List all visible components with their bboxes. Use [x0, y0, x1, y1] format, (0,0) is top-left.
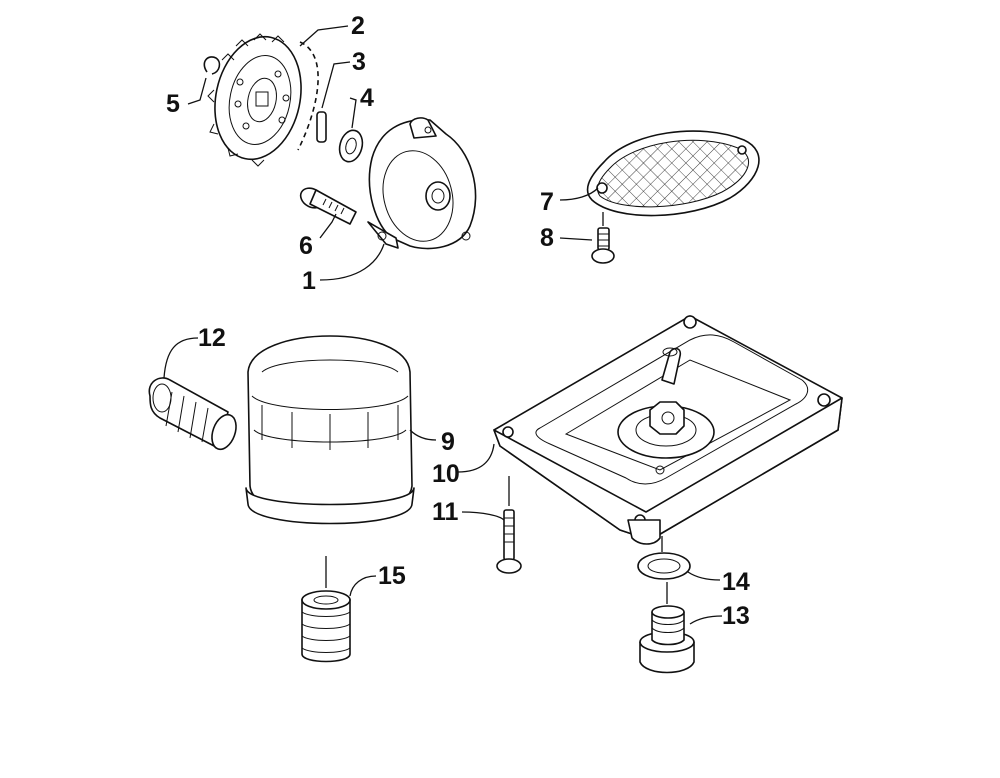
- oil-pan: [493, 315, 843, 545]
- callout-15: 15: [378, 562, 406, 590]
- callout-4: 4: [360, 84, 374, 112]
- sprocket-gear: [207, 33, 319, 167]
- screw: [591, 227, 615, 264]
- callout-1: 1: [302, 267, 316, 295]
- long-bolt: [496, 509, 522, 574]
- leader-lines: [163, 25, 723, 625]
- circlip: [203, 56, 221, 75]
- oil-filter: [245, 335, 415, 525]
- bolt: [299, 187, 357, 225]
- drain-plug: [639, 605, 695, 674]
- threaded-nipple: [301, 590, 351, 663]
- callout-13: 13: [722, 602, 750, 630]
- washer: [338, 129, 364, 163]
- callout-14: 14: [722, 568, 750, 596]
- callout-9: 9: [441, 428, 455, 456]
- callout-5: 5: [166, 90, 180, 118]
- callout-10: 10: [432, 460, 460, 488]
- callout-11: 11: [432, 498, 459, 526]
- dowel-pin: [316, 111, 327, 143]
- callout-6: 6: [299, 232, 313, 260]
- screen-plate: [586, 130, 760, 217]
- callout-7: 7: [540, 188, 554, 216]
- callout-8: 8: [540, 224, 554, 252]
- drain-gasket: [637, 552, 691, 580]
- oil-pump-housing: [367, 117, 477, 250]
- callout-12: 12: [198, 324, 226, 352]
- pressure-switch: [148, 377, 237, 451]
- callout-3: 3: [352, 48, 366, 76]
- callout-labels: 2 3 4 5 6 1 7 8 12 9 10 11 15 14 13: [166, 12, 750, 630]
- callout-2: 2: [351, 12, 365, 40]
